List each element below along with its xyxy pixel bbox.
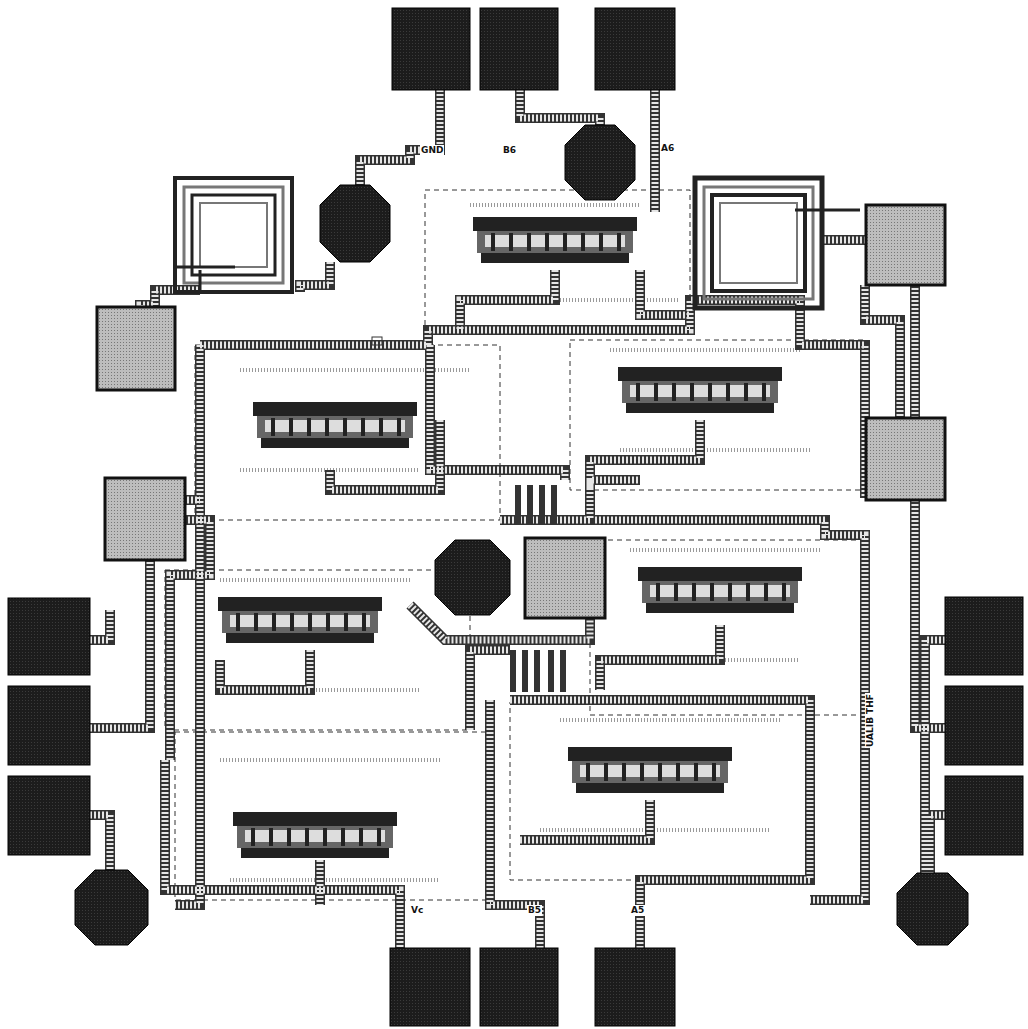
- pin-label: Vc: [410, 905, 424, 916]
- pin-label: B5: [527, 905, 542, 916]
- transistor-cell: [218, 217, 802, 858]
- hatched-wire: [90, 90, 945, 948]
- bond-pad: [8, 8, 1023, 1026]
- pin-label: A6: [660, 143, 675, 154]
- cell-outline: [165, 190, 865, 900]
- pin-label: UALIB THF: [865, 693, 876, 748]
- via-octagon: [75, 125, 968, 945]
- pin-label: B6: [502, 145, 517, 156]
- resistor-block: [372, 337, 566, 692]
- capacitor-pad: [97, 205, 945, 618]
- pin-label: GND: [420, 145, 444, 156]
- spiral-inductor: [175, 178, 860, 308]
- hatched-wire-fill: [90, 90, 945, 948]
- pin-label: A5: [630, 905, 645, 916]
